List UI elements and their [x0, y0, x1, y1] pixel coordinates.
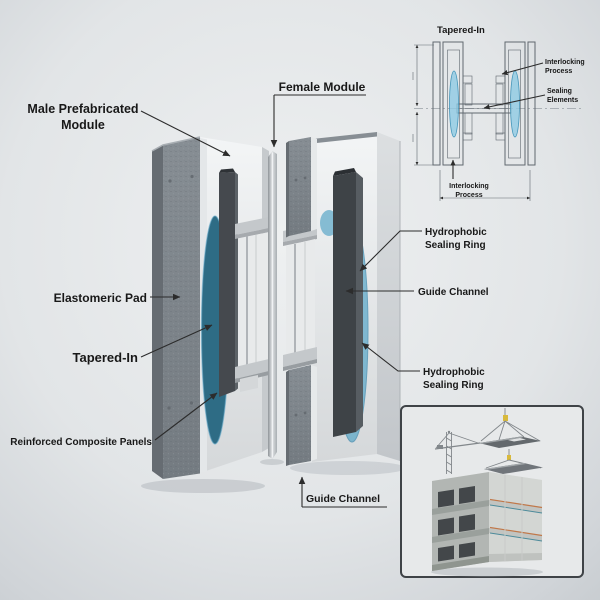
- guide-channel-bottom-label: Guide Channel: [306, 493, 380, 505]
- elastomeric-pad-label: Elastomeric Pad: [54, 291, 147, 305]
- right-outer-panel: [377, 132, 400, 461]
- male-module-label-line2: Module: [61, 118, 105, 132]
- male-composite-panel: [219, 172, 235, 397]
- drawing-seal-left: [449, 70, 459, 138]
- hydrophobic-top-label-line2: Sealing Ring: [425, 240, 486, 251]
- reinforced-panels-leader: [154, 392, 218, 441]
- technical-drawing: Tapered-In: [412, 25, 585, 201]
- hydrophobic-top-label-line1: Hydrophobic: [425, 227, 487, 238]
- reinforced-panels-label: Reinforced Composite Panels: [10, 437, 152, 448]
- tapered-in-leader: [140, 324, 213, 358]
- female-connector-plate: [268, 151, 277, 459]
- sealing-elements-label-line1: Sealing: [547, 88, 572, 95]
- tower-crane-icon: [434, 430, 481, 474]
- hydrophobic-top-leader: [359, 230, 422, 272]
- building-shadow: [431, 567, 543, 577]
- hydrophobic-bottom-label-line1: Hydrophobic: [423, 367, 485, 378]
- male-module-render: [151, 136, 269, 479]
- construction-inset: [400, 405, 584, 578]
- interlocking-top-leader: [501, 62, 544, 76]
- ground-shadows: [141, 459, 406, 493]
- right-concrete-strip-upper: [286, 137, 317, 238]
- right-concrete-strip-lower: [286, 365, 317, 466]
- male-concrete-slab: [151, 136, 201, 479]
- hydrophobic-bottom-leader: [361, 342, 420, 372]
- lifted-panel-lower: [484, 449, 543, 474]
- tapered-in-label: Tapered-In: [73, 350, 139, 365]
- male-module-leader: [140, 110, 231, 157]
- right-composite-top: [333, 168, 356, 176]
- male-guide-channel: [235, 217, 269, 392]
- guide-channel-right-label: Guide Channel: [418, 287, 489, 298]
- male-composite-side: [235, 172, 238, 391]
- leader-lines: [140, 94, 422, 508]
- male-module-label-line1: Male Prefabricated: [27, 102, 138, 116]
- main-labels: Male Prefabricated Module Female Module …: [10, 80, 488, 505]
- female-module-label: Female Module: [279, 80, 366, 94]
- drawing-title: Tapered-In: [437, 25, 485, 36]
- modular-building-icon: [432, 472, 543, 571]
- sealing-elements-leader: [483, 94, 546, 110]
- right-composite-panel: [333, 172, 356, 437]
- hydrophobic-bottom-label-line2: Sealing Ring: [423, 380, 484, 391]
- interlocking-top-label-line1: Interlocking: [545, 59, 585, 66]
- drawing-seal-right: [510, 70, 520, 138]
- right-composite-side: [356, 172, 363, 432]
- drawing-dimensions: [412, 44, 531, 201]
- right-module-render: [283, 132, 401, 466]
- lifted-panel-top: [479, 408, 541, 448]
- interlocking-top-label-line2: Process: [545, 68, 572, 75]
- right-guide-channel: [283, 224, 317, 371]
- male-composite-top: [219, 168, 235, 173]
- sealing-elements-label-line2: Elements: [547, 97, 578, 104]
- right-top-edge: [312, 132, 377, 144]
- interlocking-bottom-label-line1: Interlocking: [449, 183, 489, 190]
- interlocking-bottom-label-line2: Process: [455, 192, 482, 199]
